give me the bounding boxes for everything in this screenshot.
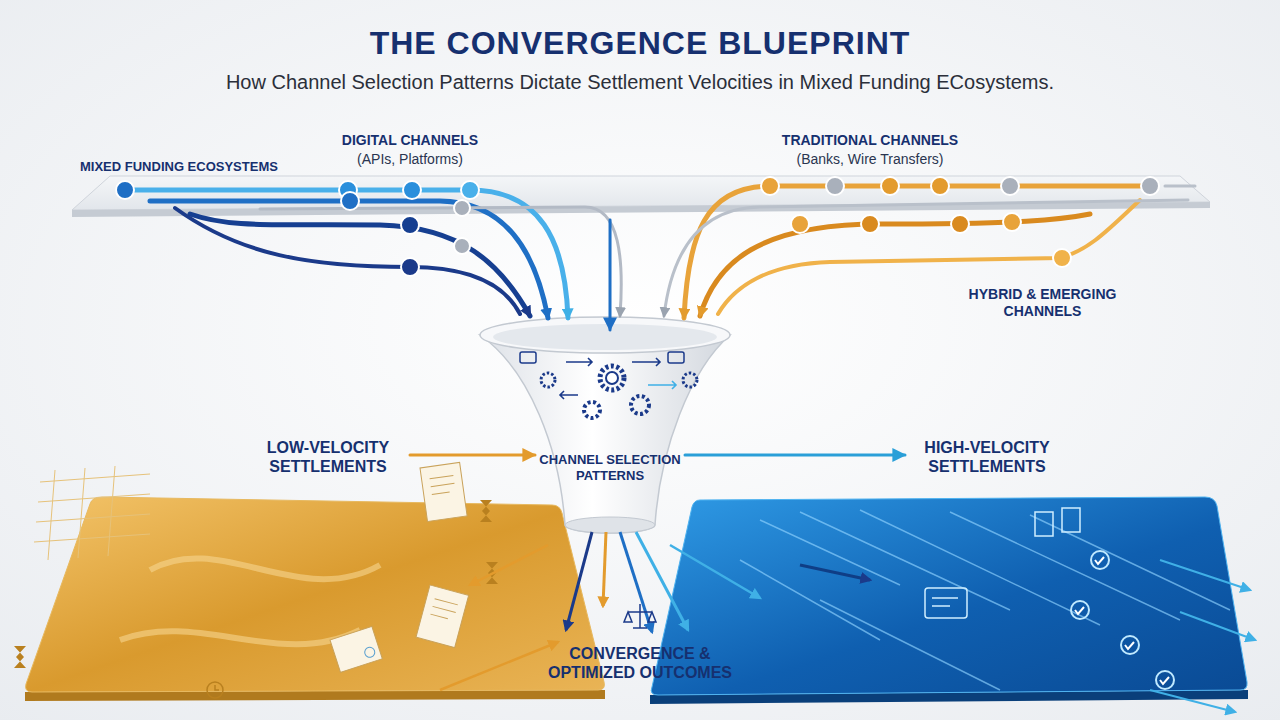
outcome-label: CONVERGENCE & OPTIMIZED OUTCOMES — [530, 644, 750, 682]
channel-icon — [1003, 213, 1021, 231]
flow-arrow — [603, 532, 606, 606]
channel-icon — [401, 258, 419, 276]
funnel-outline — [535, 330, 685, 530]
node-text: CHANNEL SELECTION PATTERNS — [535, 452, 685, 483]
hourglass-icon — [14, 646, 26, 668]
channel-group-label: HYBRID & EMERGING CHANNELS — [955, 286, 1130, 320]
channel-icon — [1053, 249, 1071, 267]
funnel-body — [480, 335, 730, 533]
channel-icon — [791, 215, 809, 233]
node-text: LOW-VELOCITY SETTLEMENTS — [258, 438, 398, 476]
funnel-outlet — [565, 517, 655, 533]
diagram-caption: How Channel Selection Patterns Dictate S… — [0, 70, 1280, 94]
channel-icon — [861, 215, 879, 233]
settlement-platform: LOW-VELOCITY SETTLEMENTS — [20, 430, 410, 705]
channel-icon — [951, 215, 969, 233]
channel-group-label: DIGITAL CHANNELS — [300, 132, 520, 149]
hybrid-stream — [260, 207, 621, 316]
flow-arrow — [620, 532, 652, 632]
channel-icon — [401, 216, 419, 234]
platform-surface — [26, 497, 605, 692]
flow-connector — [609, 220, 612, 330]
balance-icon — [624, 604, 656, 628]
node-text: HIGH-VELOCITY SETTLEMENTS — [917, 438, 1057, 476]
channel-examples: (Banks, Wire Transfers) — [760, 151, 980, 168]
selection-funnel: CHANNEL SELECTION PATTERNS — [535, 330, 685, 530]
ecosystem-plane: MIXED FUNDING ECOSYSTEMS — [60, 150, 1210, 220]
funnel-mouth — [493, 324, 717, 350]
channel-icon — [454, 238, 470, 254]
digital-stream — [150, 201, 548, 318]
flow-connector — [410, 453, 535, 456]
channel-group-label: TRADITIONAL CHANNELS — [760, 132, 980, 149]
digital-stream — [190, 214, 530, 316]
funnel-rim — [480, 317, 730, 353]
digital-stream — [175, 208, 520, 314]
plane-edge — [72, 202, 1210, 217]
settlement-platform: HIGH-VELOCITY SETTLEMENTS — [905, 430, 1250, 705]
diagram-title: THE CONVERGENCE BLUEPRINT — [0, 24, 1280, 62]
platform-surface — [651, 497, 1247, 695]
document-lines — [430, 475, 456, 494]
channel-examples: (APIs, Platforms) — [300, 151, 520, 168]
flow-connector — [685, 453, 905, 456]
